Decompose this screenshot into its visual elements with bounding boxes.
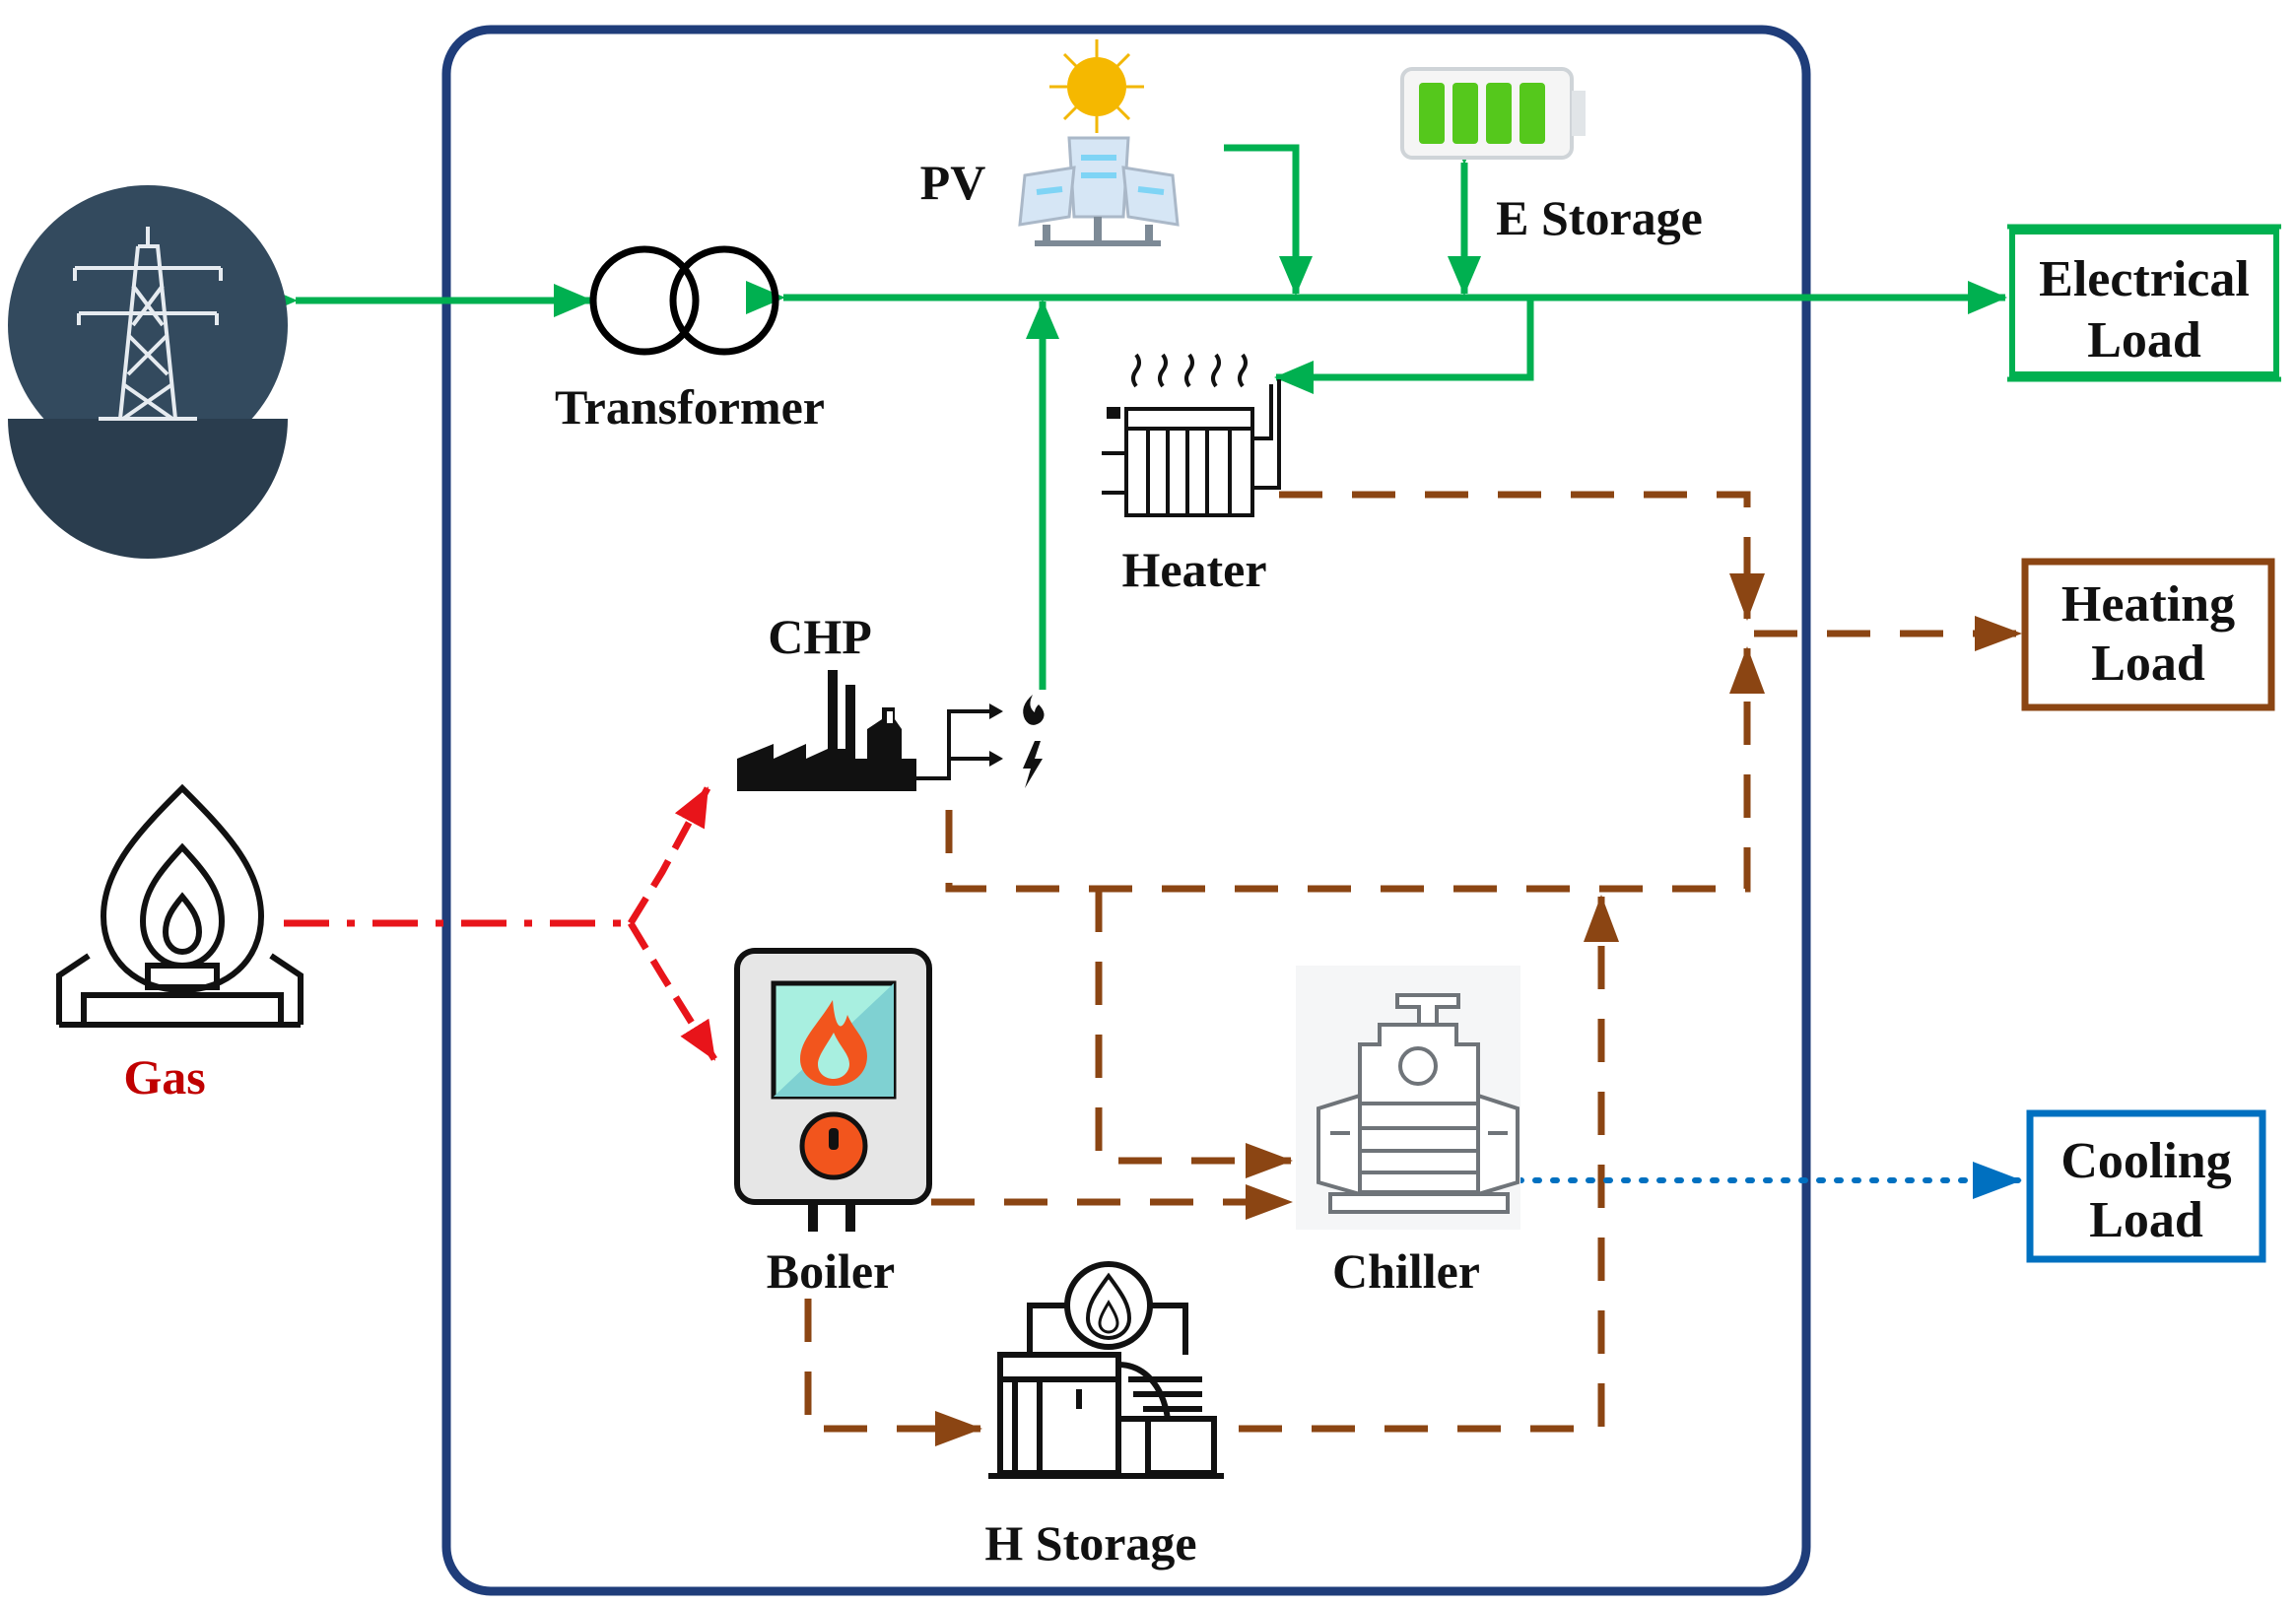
chp-label: CHP xyxy=(768,609,872,664)
chiller-label: Chiller xyxy=(1332,1243,1480,1299)
h-storage-label: H Storage xyxy=(984,1515,1196,1571)
boiler-icon xyxy=(734,948,932,1232)
heating-load-line2: Load xyxy=(2091,636,2205,692)
transformer-icon xyxy=(589,245,779,356)
solar-panel-icon xyxy=(1018,39,1180,246)
energy-hub-frame xyxy=(441,25,1811,1596)
heater-to-heat-bus-line xyxy=(1279,491,1765,621)
gas-burner-icon xyxy=(56,783,304,1028)
electrical-load-box: Electrical Load xyxy=(2007,224,2281,382)
boiler-label: Boiler xyxy=(767,1243,896,1299)
radiator-icon xyxy=(1102,353,1281,517)
transformer-label: Transformer xyxy=(555,379,825,435)
e-storage-label: E Storage xyxy=(1496,190,1703,245)
gas-network xyxy=(284,786,717,1061)
gas-to-boiler-line xyxy=(628,921,717,1061)
battery-icon xyxy=(1400,67,1586,160)
heating-load-line1: Heating xyxy=(2061,576,2235,633)
boiler-to-hstorage-line xyxy=(804,1299,982,1446)
pv-to-bus-line xyxy=(1224,144,1313,296)
heating-load-box: Heating Load xyxy=(2021,558,2275,711)
gas-to-chp-line xyxy=(628,786,711,925)
factory-icon xyxy=(737,670,1045,791)
chiller-icon xyxy=(1296,966,1520,1230)
cooling-load-box: Cooling Load xyxy=(2026,1109,2266,1263)
cooling-load-line2: Load xyxy=(2089,1192,2203,1248)
bus-to-heater-line xyxy=(1274,298,1534,394)
heat-network xyxy=(804,491,2022,1446)
chp-heat-line xyxy=(945,646,1765,893)
electrical-load-line1: Electrical xyxy=(2039,251,2250,307)
electrical-network xyxy=(258,125,2007,690)
cooling-load-line1: Cooling xyxy=(2060,1133,2231,1189)
electrical-load-line2: Load xyxy=(2087,312,2201,368)
chp-to-chiller-line xyxy=(1095,889,1293,1178)
pv-label: PV xyxy=(920,155,986,210)
heater-label: Heater xyxy=(1121,542,1266,597)
gas-label: Gas xyxy=(123,1049,205,1104)
power-tower-icon xyxy=(8,185,288,559)
heat-storage-icon xyxy=(988,1261,1224,1479)
